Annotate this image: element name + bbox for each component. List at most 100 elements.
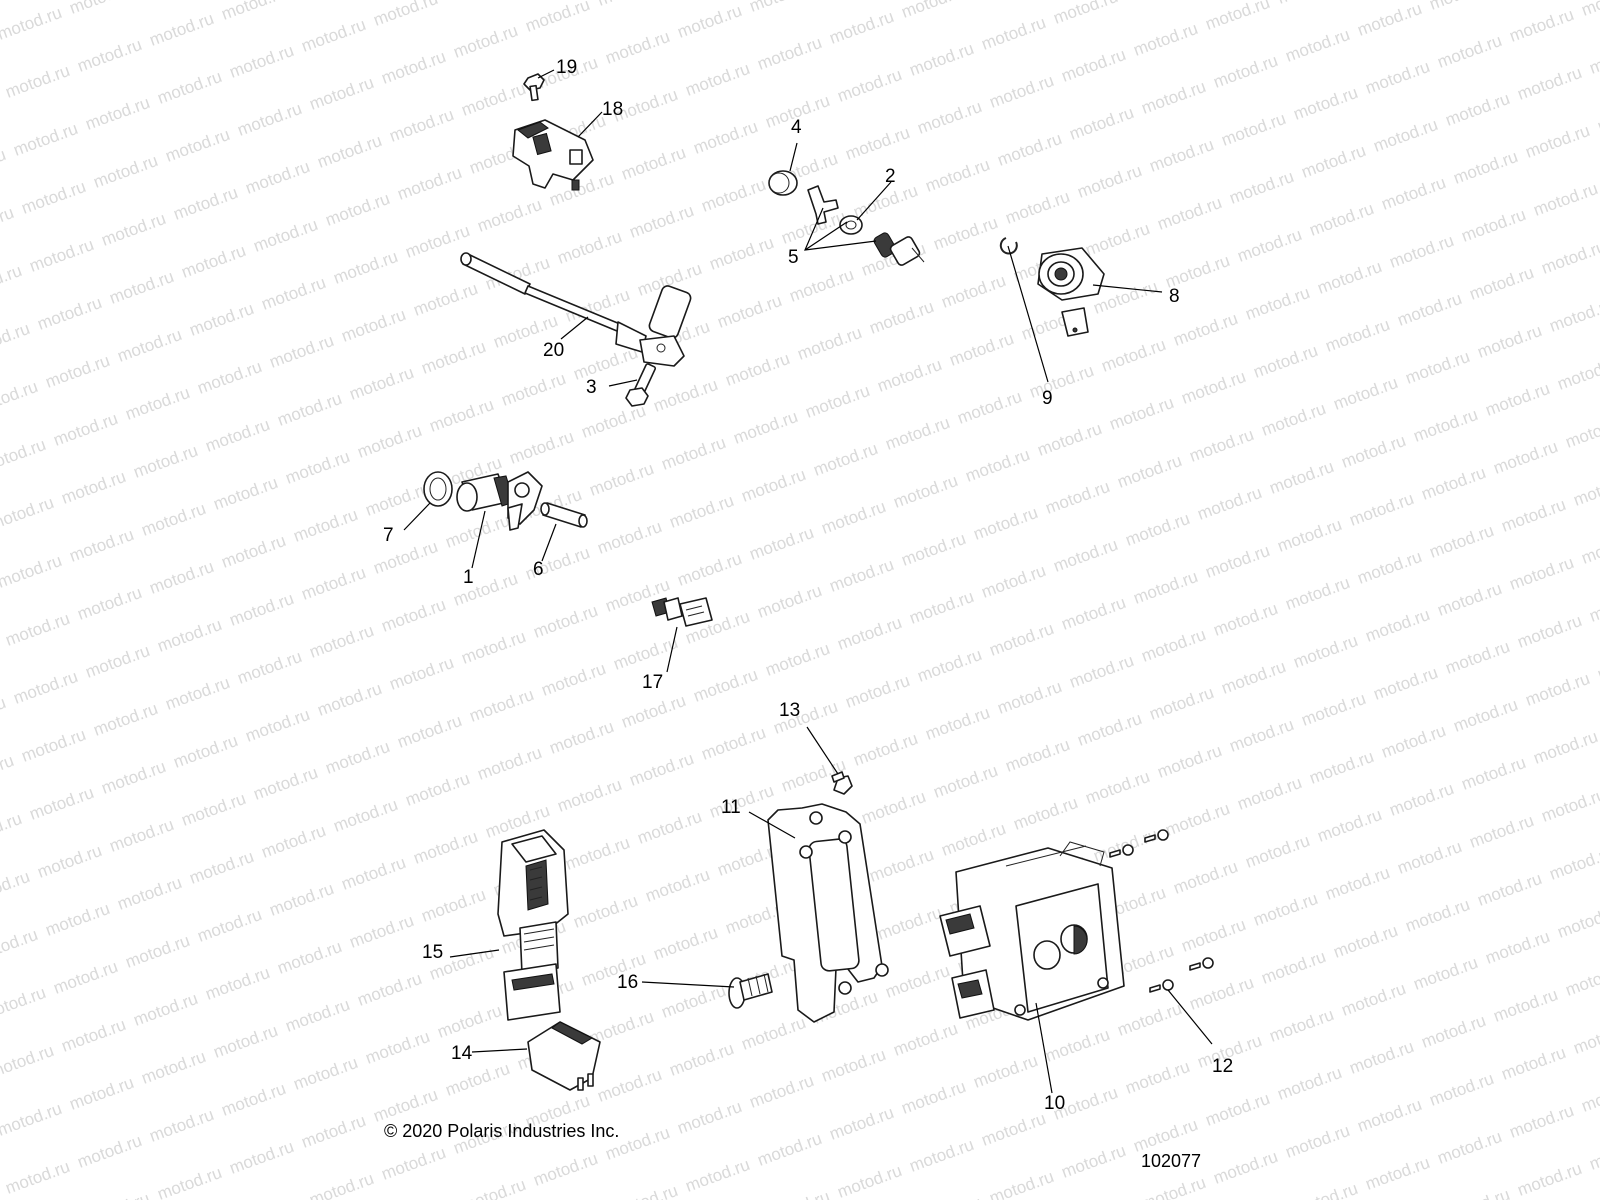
watermark-text: motod.ru: [195, 905, 265, 946]
watermark-text: motod.ru: [35, 841, 105, 882]
watermark-text: motod.ru: [1411, 953, 1481, 994]
copyright-notice: © 2020 Polaris Industries Inc.: [384, 1121, 620, 1141]
watermark-text: motod.ru: [1123, 1057, 1193, 1098]
watermark-text: motod.ru: [739, 465, 809, 506]
watermark-text: motod.ru: [19, 177, 89, 218]
watermark-text: motod.ru: [683, 1155, 753, 1196]
watermark-text: motod.ru: [251, 215, 321, 256]
watermark-text: motod.ru: [187, 847, 257, 888]
watermark-text: motod.ru: [0, 435, 48, 476]
watermark-text: motod.ru: [99, 757, 169, 798]
watermark-text: motod.ru: [627, 749, 697, 790]
watermark-text: motod.ru: [595, 517, 665, 558]
watermark-text: motod.ru: [1499, 1043, 1569, 1084]
watermark-text: motod.ru: [139, 499, 209, 540]
watermark-text: motod.ru: [211, 1021, 281, 1062]
watermark-text: motod.ru: [1131, 19, 1201, 60]
watermark-text: motod.ru: [587, 459, 657, 500]
watermark-text: motod.ru: [1523, 669, 1593, 710]
watermark-text: motod.ru: [1507, 553, 1577, 594]
watermark-text: motod.ru: [1483, 379, 1553, 420]
watermark-text: motod.ru: [3, 61, 73, 102]
watermark-text: motod.ru: [0, 809, 24, 850]
watermark-text: motod.ru: [755, 1129, 825, 1170]
watermark-text: motod.ru: [475, 195, 545, 236]
watermark-text: motod.ru: [907, 1135, 977, 1176]
watermark-text: motod.ru: [1571, 1017, 1600, 1058]
watermark-text: motod.ru: [1059, 45, 1129, 86]
watermark-text: motod.ru: [203, 415, 273, 456]
part-7-o-ring: [423, 471, 453, 507]
watermark-text: motod.ru: [1587, 1133, 1600, 1174]
watermark-text: motod.ru: [555, 227, 625, 268]
watermark-text: motod.ru: [0, 493, 56, 534]
watermark-text: motod.ru: [875, 903, 945, 944]
watermark-text: motod.ru: [323, 737, 393, 778]
watermark-text: motod.ru: [123, 931, 193, 972]
callout-labels: 19 18 4 2 5 8 9 20 3 7 1 6 17 13 11 15 1…: [383, 57, 1233, 1114]
watermark-text: motod.ru: [1403, 347, 1473, 388]
watermark-text: motod.ru: [371, 0, 441, 30]
watermark-text: motod.ru: [179, 241, 249, 282]
watermark-text: motod.ru: [1187, 425, 1257, 466]
part-1-cam-sensor: [456, 471, 543, 531]
watermark-text: motod.ru: [411, 279, 481, 320]
watermark-text: motod.ru: [1139, 1173, 1209, 1200]
watermark-text: motod.ru: [1427, 521, 1497, 562]
part-2-washer: [839, 215, 863, 235]
watermark-text: motod.ru: [939, 271, 1009, 312]
watermark-text: motod.ru: [1595, 643, 1600, 684]
watermark-text: motod.ru: [1419, 463, 1489, 504]
watermark-text: motod.ru: [611, 633, 681, 674]
watermark-text: motod.ru: [1579, 1075, 1600, 1116]
watermark-text: motod.ru: [899, 529, 969, 570]
watermark-text: motod.ru: [1235, 773, 1305, 814]
watermark-text: motod.ru: [747, 1071, 817, 1112]
watermark-text: motod.ru: [1315, 805, 1385, 846]
watermark-text: motod.ru: [59, 1015, 129, 1056]
watermark-text: motod.ru: [1443, 89, 1513, 130]
part-5-bracket: [807, 185, 839, 225]
watermark-text: motod.ru: [1579, 527, 1600, 568]
watermark-text: motod.ru: [1435, 1127, 1505, 1168]
watermark-text: motod.ru: [91, 151, 161, 192]
watermark-text: motod.ru: [1139, 77, 1209, 118]
watermark-text: motod.ru: [867, 297, 937, 338]
watermark-text: motod.ru: [323, 189, 393, 230]
watermark-text: motod.ru: [43, 351, 113, 392]
watermark-text: motod.ru: [1323, 315, 1393, 356]
watermark-text: motod.ru: [731, 407, 801, 448]
watermark-text: motod.ru: [995, 129, 1065, 170]
watermark-text: motod.ru: [235, 99, 305, 140]
watermark-text: motod.ru: [1075, 709, 1145, 750]
watermark-text: motod.ru: [11, 119, 81, 160]
watermark-text: motod.ru: [195, 357, 265, 398]
watermark-text: motod.ru: [843, 123, 913, 164]
watermark-text: motod.ru: [3, 609, 73, 650]
watermark-text: motod.ru: [75, 583, 145, 624]
watermark-text: motod.ru: [1547, 295, 1600, 336]
watermark-text: motod.ru: [1155, 193, 1225, 234]
watermark-text: motod.ru: [675, 549, 745, 590]
watermark-text: motod.ru: [923, 155, 993, 196]
watermark-text: motod.ru: [355, 421, 425, 462]
watermark-text: motod.ru: [1011, 793, 1081, 834]
watermark-text: motod.ru: [35, 293, 105, 334]
watermark-text: motod.ru: [27, 783, 97, 824]
watermark-text: motod.ru: [1299, 689, 1369, 730]
watermark-text: motod.ru: [1387, 231, 1457, 272]
watermark-text: motod.ru: [1427, 0, 1497, 14]
watermark-text: motod.ru: [1067, 103, 1137, 144]
watermark-text: motod.ru: [1291, 83, 1361, 124]
watermark-text: motod.ru: [1483, 927, 1553, 968]
watermark-text: motod.ru: [643, 865, 713, 906]
watermark-text: motod.ru: [1315, 257, 1385, 298]
watermark-text: motod.ru: [971, 503, 1041, 544]
watermark-text: motod.ru: [1147, 683, 1217, 724]
watermark-text: motod.ru: [1291, 631, 1361, 672]
watermark-text: motod.ru: [1275, 515, 1345, 556]
watermark-text: motod.ru: [1331, 373, 1401, 414]
watermark-text: motod.ru: [1051, 0, 1121, 28]
watermark-text: motod.ru: [435, 1001, 505, 1042]
